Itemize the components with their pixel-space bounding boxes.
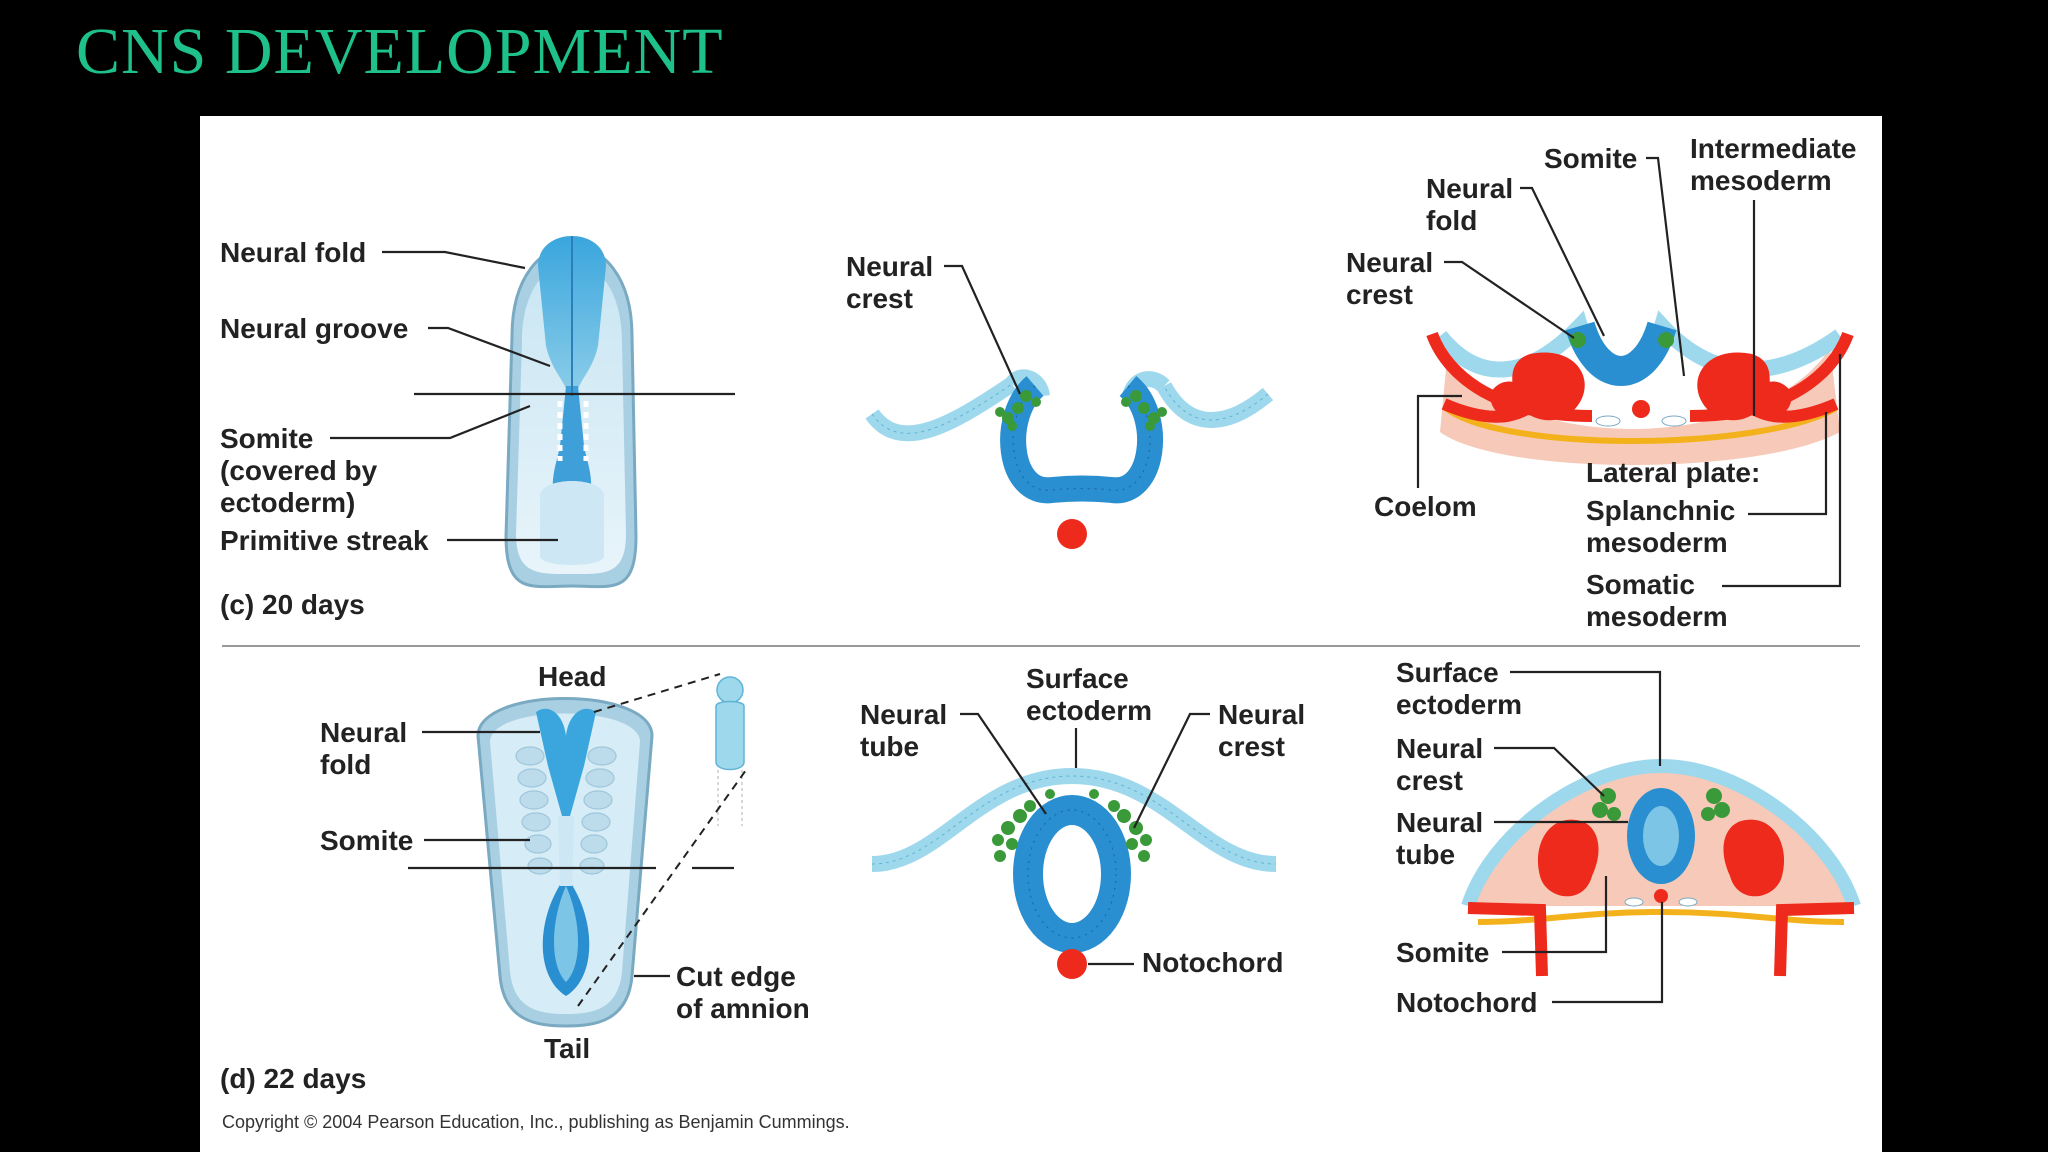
label-intermediate-mesoderm-2: mesoderm (1690, 165, 1832, 196)
label-lateral-plate: Lateral plate: (1586, 457, 1760, 488)
label-neural-fold-c: Neural fold (220, 237, 366, 268)
leader-neural-crest-d-b (1494, 746, 1605, 797)
label-notochord-d-b: Notochord (1396, 987, 1538, 1018)
leader-neural-fold-c-b (1520, 186, 1605, 337)
label-neural-crest-c-b-2: crest (1346, 279, 1413, 310)
label-neural-crest-d-b-2: crest (1396, 765, 1463, 796)
caption-20-days: (c) 20 days (220, 589, 365, 620)
leader-neural-crest-d-a (1133, 712, 1210, 829)
section-somite-formation (1426, 310, 1854, 465)
leader-neural-crest-c-a (944, 264, 1022, 395)
label-neural-tube-d-a-2: tube (860, 731, 919, 762)
label-surface-ectoderm-d-b-1: Surface (1396, 657, 1499, 688)
label-somite-c-3: ectoderm) (220, 487, 355, 518)
label-somite-d: Somite (320, 825, 413, 856)
leader-somatic (1722, 354, 1842, 588)
label-somite-c-2: (covered by (220, 455, 378, 486)
leader-coelom (1416, 394, 1462, 488)
label-tail: Tail (544, 1033, 590, 1064)
label-cut-edge-2: of amnion (676, 993, 810, 1024)
label-somatic-2: mesoderm (1586, 601, 1728, 632)
section-neural-fold (865, 369, 1274, 549)
leader-splanchnic (1748, 412, 1828, 516)
leader-neural-tube-d-a (960, 712, 1047, 815)
diagram-panel: Neural fold Neural groove Somite (covere… (200, 116, 1882, 1152)
label-neural-tube-d-b-2: tube (1396, 839, 1455, 870)
label-splanchnic-1: Splanchnic (1586, 495, 1735, 526)
embryo-inset (715, 676, 745, 826)
leader-somite-c (330, 404, 531, 440)
copyright: Copyright © 2004 Pearson Education, Inc.… (222, 1112, 850, 1132)
label-neural-fold-c-b-2: fold (1426, 205, 1477, 236)
label-neural-fold-c-b-1: Neural (1426, 173, 1513, 204)
leader-somite-c-b (1646, 156, 1686, 377)
leader-neural-crest-c-b (1444, 260, 1575, 339)
label-cut-edge-1: Cut edge (676, 961, 796, 992)
label-surface-ectoderm-d-a-1: Surface (1026, 663, 1129, 694)
leader-somite-d-b (1502, 876, 1608, 954)
label-primitive-streak: Primitive streak (220, 525, 429, 556)
label-neural-crest-d-a-2: crest (1218, 731, 1285, 762)
leader-neural-groove (428, 326, 551, 368)
label-neural-crest-d-b-1: Neural (1396, 733, 1483, 764)
label-somite-c-b: Somite (1544, 143, 1637, 174)
embryo-22-days (476, 697, 654, 1028)
leader-neural-fold-c (382, 250, 526, 270)
label-neural-tube-d-b-1: Neural (1396, 807, 1483, 838)
label-neural-crest-c-a-2: crest (846, 283, 913, 314)
label-neural-crest-c-a-1: Neural (846, 251, 933, 282)
section-neural-tube (871, 767, 1277, 979)
label-coelom: Coelom (1374, 491, 1477, 522)
label-neural-crest-d-a-1: Neural (1218, 699, 1305, 730)
label-intermediate-mesoderm-1: Intermediate (1690, 133, 1857, 164)
inset-leader-top (593, 673, 721, 713)
slide-title: CNS DEVELOPMENT (76, 15, 724, 88)
leader-notochord-d-b (1552, 902, 1664, 1004)
inset-leader-bottom (577, 769, 747, 1007)
caption-22-days: (d) 22 days (220, 1063, 366, 1094)
label-somite-d-b: Somite (1396, 937, 1489, 968)
label-head: Head (538, 661, 606, 692)
cns-diagram: Neural fold Neural groove Somite (covere… (220, 133, 1861, 1132)
label-neural-groove: Neural groove (220, 313, 408, 344)
embryo-20-days (504, 236, 638, 589)
label-somatic-1: Somatic (1586, 569, 1695, 600)
label-neural-tube-d-a-1: Neural (860, 699, 947, 730)
label-neural-fold-d-1: Neural (320, 717, 407, 748)
label-neural-crest-c-b-1: Neural (1346, 247, 1433, 278)
section-neural-tube-somites (1461, 758, 1861, 977)
label-neural-fold-d-2: fold (320, 749, 371, 780)
label-notochord-d-a: Notochord (1142, 947, 1284, 978)
leader-surface-ectoderm-d-b (1510, 670, 1662, 766)
label-surface-ectoderm-d-b-2: ectoderm (1396, 689, 1522, 720)
label-splanchnic-2: mesoderm (1586, 527, 1728, 558)
label-surface-ectoderm-d-a-2: ectoderm (1026, 695, 1152, 726)
label-somite-c-1: Somite (220, 423, 313, 454)
